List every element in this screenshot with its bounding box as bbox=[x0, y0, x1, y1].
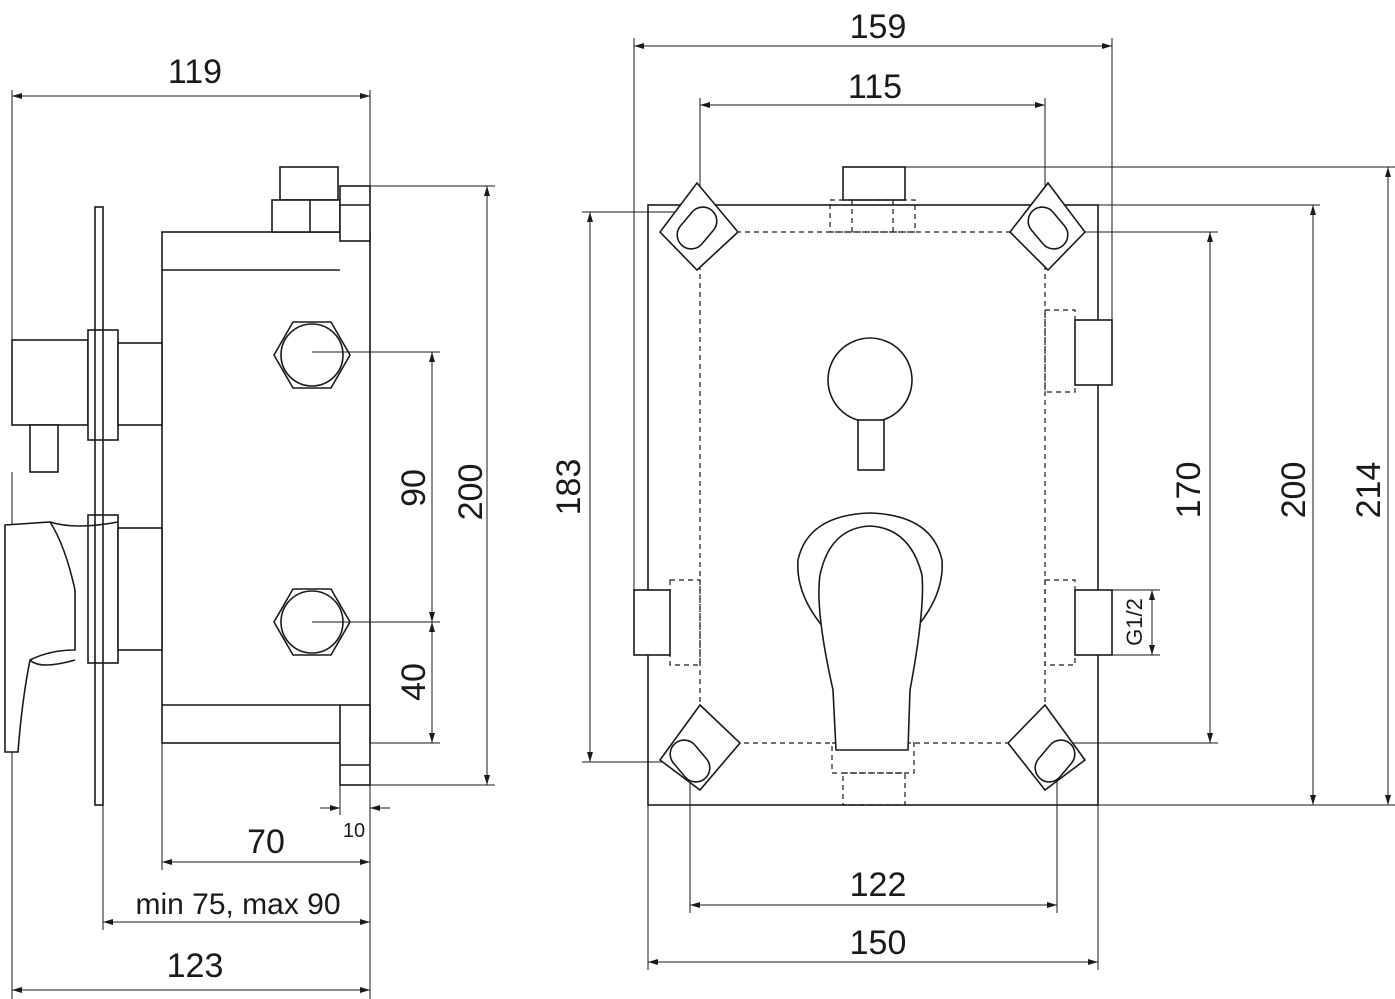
lever-escutcheon bbox=[797, 512, 943, 641]
dim-70: 70 bbox=[247, 823, 285, 861]
mounting-ear bbox=[658, 181, 740, 272]
lever-handle bbox=[4, 521, 76, 753]
valve-body bbox=[161, 231, 371, 744]
mounting-ear bbox=[658, 703, 742, 792]
thread-label: G1/2 bbox=[1122, 598, 1147, 646]
dim-115: 115 bbox=[848, 68, 902, 106]
dim-200-front: 200 bbox=[1275, 462, 1313, 519]
lever-handle-front bbox=[818, 525, 924, 751]
dim-install-range: min 75, max 90 bbox=[135, 888, 340, 921]
dim-159: 159 bbox=[850, 8, 907, 46]
dim-183: 183 bbox=[550, 459, 588, 516]
hex-nut-icon bbox=[273, 321, 351, 389]
mounting-ear bbox=[1008, 181, 1087, 272]
mounting-ear bbox=[1006, 703, 1087, 792]
diverter-knob-front bbox=[827, 337, 913, 423]
dim-200-side: 200 bbox=[452, 464, 490, 521]
front-view: G1/2 159 115 183 170 200 214 122 150 bbox=[550, 8, 1395, 970]
dim-40: 40 bbox=[395, 663, 433, 701]
dim-170: 170 bbox=[1170, 462, 1208, 519]
side-view: 119 90 40 200 70 10 min 75, max 90 123 bbox=[4, 53, 495, 999]
wall-plate bbox=[94, 206, 104, 806]
dim-90: 90 bbox=[395, 469, 433, 507]
dim-150: 150 bbox=[850, 924, 907, 962]
dim-123: 123 bbox=[167, 947, 224, 985]
diverter-knob bbox=[11, 339, 89, 426]
dim-10: 10 bbox=[343, 820, 365, 842]
dim-122: 122 bbox=[850, 866, 907, 904]
dim-119: 119 bbox=[168, 53, 222, 91]
dim-214: 214 bbox=[1350, 462, 1388, 519]
